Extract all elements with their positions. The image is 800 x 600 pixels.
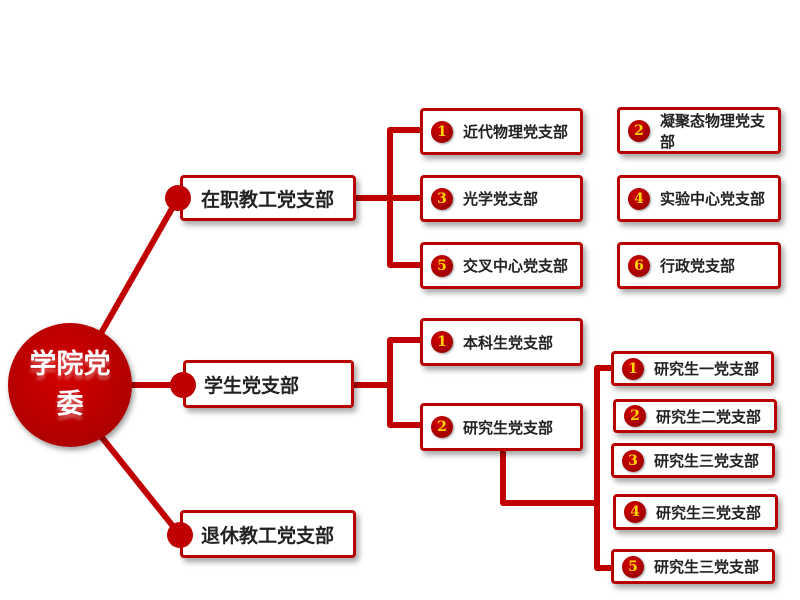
- number-badge: 1: [431, 120, 453, 143]
- root-node[interactable]: 学院党委: [8, 323, 132, 447]
- number-badge: 2: [431, 416, 453, 438]
- branch-students[interactable]: 学生党支部: [183, 360, 354, 408]
- branch-staff[interactable]: 在职教工党支部: [180, 175, 356, 221]
- number-badge: 1: [431, 331, 453, 353]
- number-badge: 2: [628, 119, 650, 142]
- number-badge: 4: [628, 187, 650, 210]
- number-badge: 3: [622, 449, 644, 472]
- number-badge: 1: [622, 357, 644, 380]
- branch-dot: [165, 185, 191, 211]
- number-badge: 2: [624, 405, 646, 427]
- number-badge: 6: [628, 254, 650, 277]
- branch-retired[interactable]: 退休教工党支部: [180, 510, 356, 558]
- number-badge: 5: [622, 555, 644, 578]
- branch-dot: [167, 522, 193, 548]
- branch-dot: [170, 372, 196, 398]
- number-badge: 5: [431, 254, 453, 277]
- number-badge: 3: [431, 187, 453, 210]
- number-badge: 4: [624, 501, 646, 523]
